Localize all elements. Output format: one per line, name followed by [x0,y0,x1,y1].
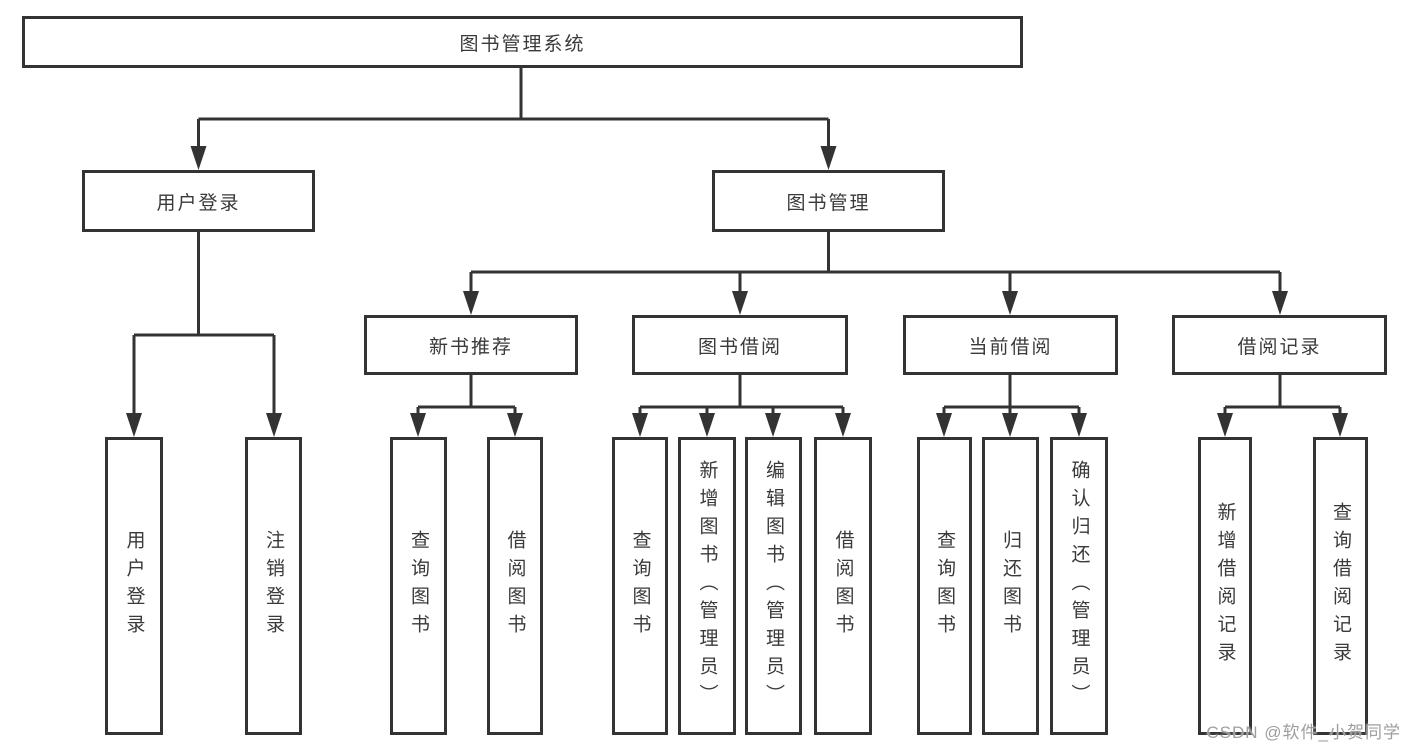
leaf-query-books-current: 查询图书 [917,437,972,735]
leaf-edit-book-admin: 编辑图书（管理员） [745,437,802,735]
connector-book-management-children [463,232,1288,315]
leaf-logout: 注销登录 [245,437,302,735]
leaf-add-borrowing-record: 新增借阅记录 [1198,437,1252,735]
node-current-borrowing: 当前借阅 [903,315,1118,375]
leaf-borrow-books-borrowing: 借阅图书 [814,437,872,735]
node-book-management: 图书管理 [712,170,945,232]
leaf-add-book-admin: 新增图书（管理员） [678,437,736,735]
connector-borrowing-records-children [1217,375,1348,437]
connector-current-borrowing-children [936,375,1087,437]
connector-book-borrowing-children [632,375,851,437]
node-user-login: 用户登录 [82,170,315,232]
leaf-query-books-borrowing: 查询图书 [612,437,668,735]
connector-user-login-children [126,232,282,437]
node-book-borrowing: 图书借阅 [632,315,848,375]
node-new-book-recommendation: 新书推荐 [364,315,578,375]
leaf-user-login: 用户登录 [105,437,163,735]
node-borrowing-records: 借阅记录 [1172,315,1387,375]
leaf-return-books: 归还图书 [982,437,1039,735]
leaf-query-books-recommend: 查询图书 [390,437,447,735]
leaf-borrow-books-recommend: 借阅图书 [487,437,543,735]
node-library-management-system: 图书管理系统 [22,16,1023,68]
csdn-watermark: CSDN @软件_小贺同学 [1206,723,1401,742]
connector-root-to-level2 [190,68,837,170]
connector-new-book-children [410,375,523,437]
leaf-query-borrowing-record: 查询借阅记录 [1313,437,1368,735]
leaf-confirm-return-admin: 确认归还（管理员） [1050,437,1108,735]
